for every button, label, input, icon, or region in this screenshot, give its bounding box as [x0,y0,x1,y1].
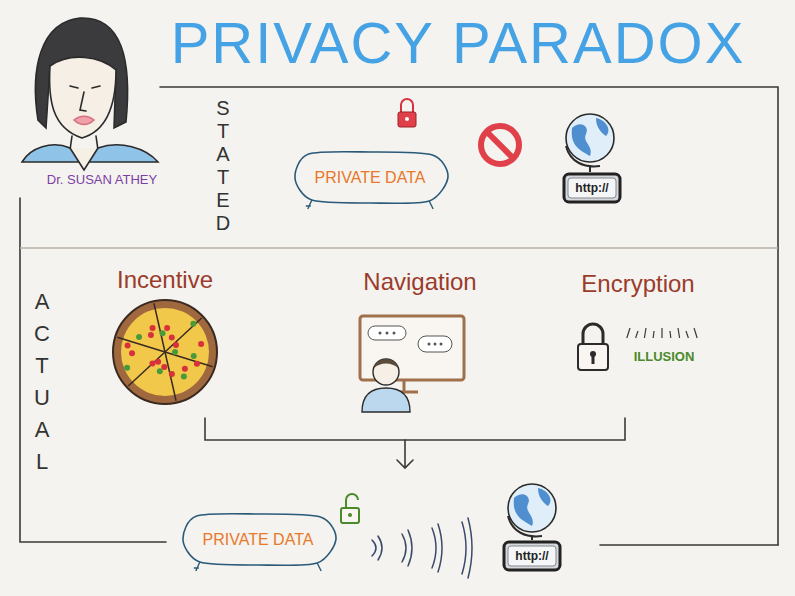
frame [20,87,778,545]
section-label: STATED [213,97,233,235]
lock-open [341,494,359,523]
pizza [113,300,217,404]
globe [508,484,556,540]
label: Dr. SUSAN ATHEY [47,172,157,188]
lock-illusion [578,324,697,370]
url-label: http:// [575,181,608,195]
label: Encryption [581,270,694,299]
laptop-box: http:// [563,173,621,203]
globe [566,114,614,172]
divider [20,247,778,249]
data-loop: PRIVATE DATA [289,149,452,207]
lock-closed [398,99,416,127]
portrait [22,18,158,170]
url-label: http:// [515,549,548,563]
prohibition-sign [481,126,519,164]
label: Incentive [117,266,213,295]
data-loop: PRIVATE DATA [177,511,340,569]
section-label: ACTUAL [31,286,53,477]
laptop-box: http:// [503,541,561,571]
label: ILLUSION [634,349,695,365]
computer-user [360,316,464,412]
data-label: PRIVATE DATA [203,531,314,549]
signal-waves [372,518,472,578]
data-label: PRIVATE DATA [315,169,426,187]
merge-bracket [205,418,625,468]
label: Navigation [363,268,476,297]
title: PRIVACY PARADOX [171,9,746,76]
